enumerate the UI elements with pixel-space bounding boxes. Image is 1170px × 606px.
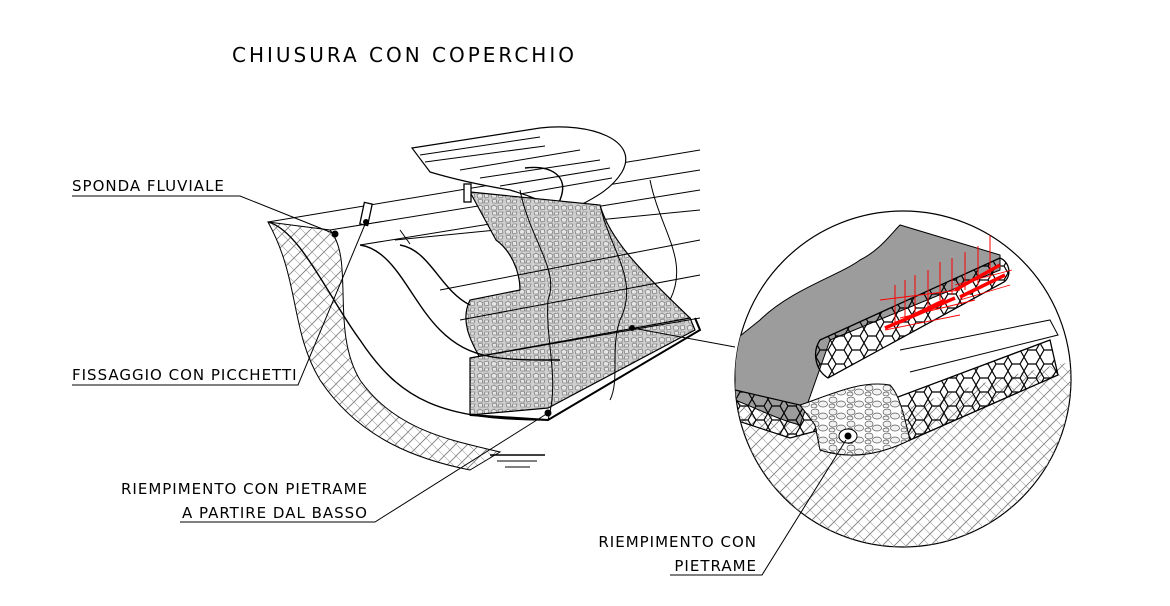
wire-ties <box>879 232 1013 331</box>
stone-fill-area <box>465 191 692 359</box>
stake-left <box>359 201 373 227</box>
water-level-symbol <box>490 454 545 468</box>
detail-magnifier <box>734 210 1072 548</box>
label-fissaggio: FISSAGGIO CON PICCHETTI <box>72 219 369 386</box>
diagram-title: CHIUSURA CON COPERCHIO <box>232 43 577 67</box>
main-illustration <box>267 126 702 471</box>
detail-mesh-front <box>735 389 822 439</box>
label-riempimento-basso: RIEMPIMENTO CON PIETRAME A PARTIRE DAL B… <box>121 409 552 523</box>
label-sponda-fluviale: SPONDA FLUVIALE <box>72 177 339 238</box>
riempimento-basso-line2: A PARTIRE DAL BASSO <box>182 504 368 522</box>
bank-soil-hatch <box>267 221 502 471</box>
detail-connector <box>631 327 736 348</box>
riempimento-detail-line1: RIEMPIMENTO CON <box>598 533 757 551</box>
detail-pebble-fill <box>799 383 911 456</box>
riempimento-basso-line1: RIEMPIMENTO CON PIETRAME <box>121 480 368 498</box>
riempimento-detail-line2: PIETRAME <box>674 557 757 575</box>
sponda-label: SPONDA FLUVIALE <box>72 177 225 195</box>
stake-right <box>463 183 472 203</box>
fissaggio-label: FISSAGGIO CON PICCHETTI <box>72 366 298 384</box>
label-riempimento-detail: RIEMPIMENTO CON PIETRAME <box>598 439 847 576</box>
